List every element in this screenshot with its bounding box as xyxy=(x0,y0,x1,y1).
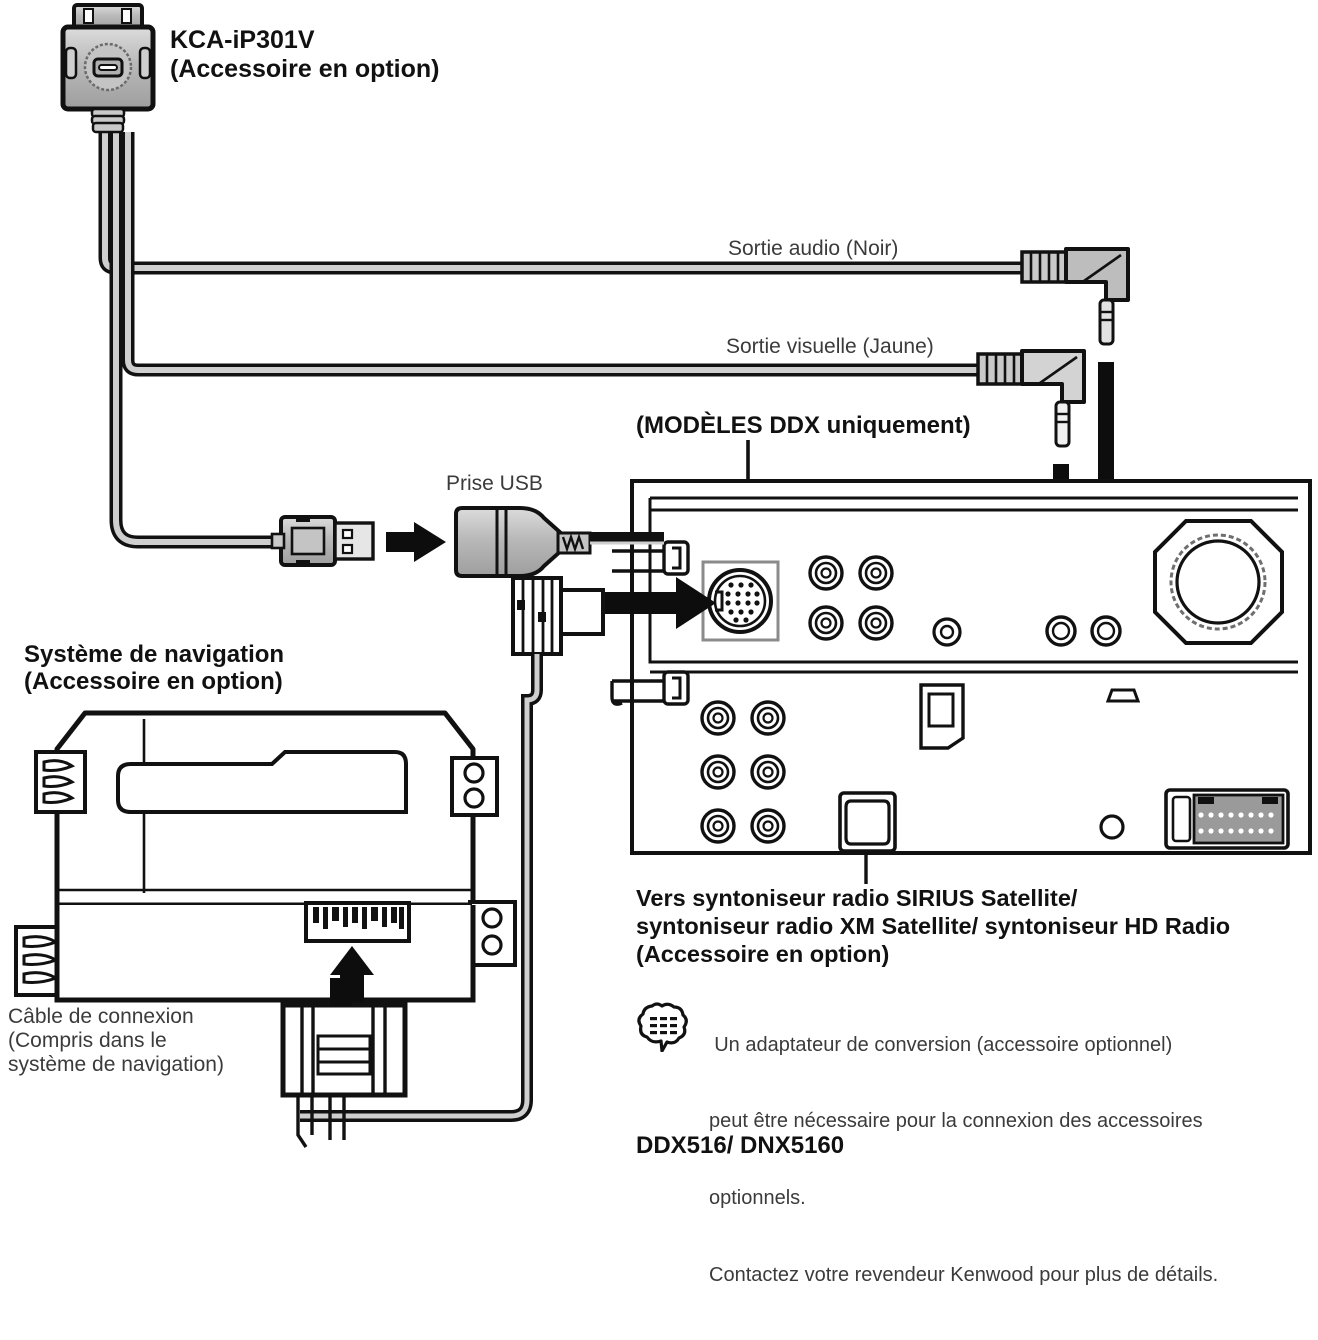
connection-cable-connector-art xyxy=(280,978,408,1148)
label-sirius-tuner: Vers syntoniseur radio SIRIUS Satellite/… xyxy=(636,885,1231,968)
rca-jack-cluster-upper xyxy=(808,555,894,641)
diagram-canvas: KCA-iP301V (Accessoire en option) Sortie… xyxy=(8,3,1312,1286)
label-connection-cable: Câble de connexion (Compris dans le syst… xyxy=(8,1005,224,1076)
audio-input-jack xyxy=(1045,615,1077,647)
nav-unit-socket xyxy=(304,901,411,943)
note-bubble-icon xyxy=(637,1002,688,1052)
expansion-port-art xyxy=(838,791,897,853)
label-ddx-models-only: (MODÈLES DDX uniquement) xyxy=(636,412,971,439)
label-bottom-models: DDX516/ DNX5160 xyxy=(636,1132,845,1159)
receiver-rear-panel-art xyxy=(588,479,1312,884)
cable-bundle xyxy=(98,132,1030,549)
antenna-connector xyxy=(1153,519,1284,645)
nav-bracket-upper-left xyxy=(34,750,87,814)
note-line-2: peut être nécessaire pour la connexion d… xyxy=(709,1110,1203,1133)
label-video-output: Sortie visuelle (Jaune) xyxy=(726,335,934,358)
audio-plug-art xyxy=(1020,247,1130,346)
diagram-artwork xyxy=(14,3,1312,1148)
note-line-4: Contactez votre revendeur Kenwood pour p… xyxy=(709,1263,1219,1286)
note-line-1: Un adaptateur de conversion (accessoire … xyxy=(714,1033,1173,1056)
panel-clip-lower xyxy=(610,670,690,706)
video-input-jack xyxy=(1090,615,1122,647)
small-jack-single xyxy=(932,617,962,647)
navigation-cable-plug-art xyxy=(300,576,605,1122)
note-line-3: optionnels. xyxy=(709,1187,806,1210)
screw-hole xyxy=(1099,814,1125,840)
rca-jack-cluster-lower xyxy=(700,700,786,844)
label-audio-output: Sortie audio (Noir) xyxy=(728,237,899,260)
label-navigation-system: Système de navigation (Accessoire en opt… xyxy=(24,641,285,696)
nav-bracket-upper-right xyxy=(450,756,499,817)
label-kca-ip301v: KCA-iP301V (Accessoire en option) xyxy=(170,26,440,83)
din-navigation-port-art xyxy=(701,560,780,642)
label-usb-jack: Prise USB xyxy=(446,472,543,495)
insertion-arrow-navigation xyxy=(588,577,716,629)
ipod-dock-connector-art xyxy=(60,3,156,134)
square-port xyxy=(919,683,965,750)
video-plug-art xyxy=(976,349,1086,448)
note-text: Un adaptateur de conversion (accessoire … xyxy=(692,1007,1218,1340)
usb-mating-arrow xyxy=(386,522,446,562)
usb-plug-male-art xyxy=(270,515,375,567)
navigation-unit-art xyxy=(14,710,517,1014)
panel-clip-upper xyxy=(612,540,690,576)
vent-tab xyxy=(1105,688,1141,703)
harness-connector xyxy=(1164,788,1290,850)
nav-bracket-lower-right xyxy=(468,900,517,967)
